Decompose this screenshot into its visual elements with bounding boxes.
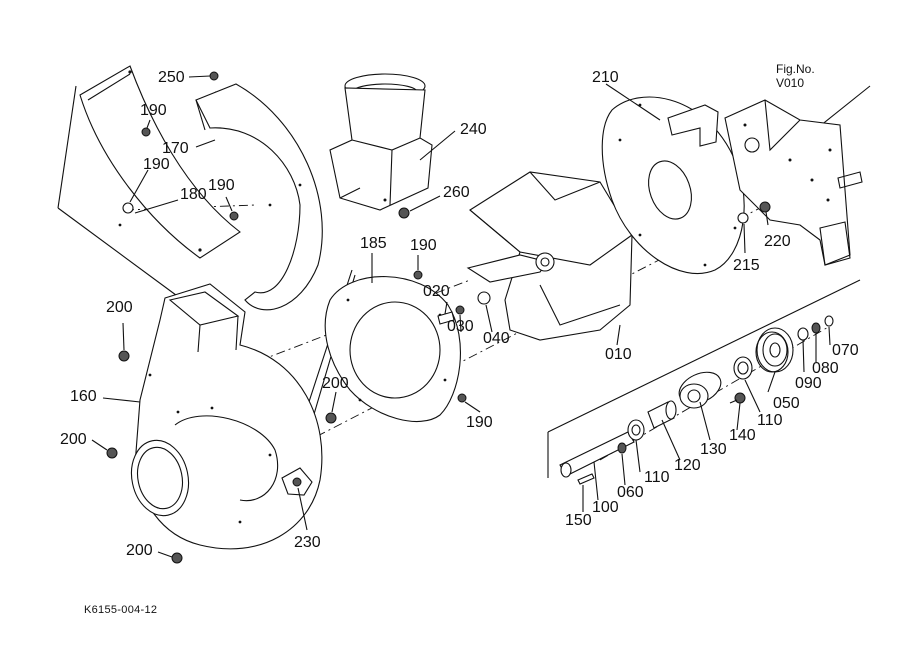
callout-190-d: 190 (410, 237, 437, 254)
callout-080: 080 (812, 360, 839, 377)
callout-150: 150 (565, 512, 592, 529)
chute-adapter-240 (329, 73, 433, 211)
pulley-050 (755, 327, 794, 373)
washer-090 (797, 327, 809, 341)
callout-260: 260 (443, 184, 470, 201)
gasket-185 (324, 276, 461, 423)
callout-030: 030 (447, 318, 474, 335)
callout-110-a: 110 (757, 412, 783, 429)
back-plate-210 (601, 96, 745, 275)
callout-010: 010 (605, 346, 632, 363)
callout-200-b: 200 (60, 431, 87, 448)
collar-060 (617, 442, 627, 454)
callout-060: 060 (617, 484, 644, 501)
bolt-140 (729, 392, 746, 404)
fig-no-value: V010 (776, 76, 805, 90)
callout-140: 140 (729, 427, 756, 444)
callout-130: 130 (700, 441, 727, 458)
callout-110-b: 110 (644, 469, 670, 486)
callout-090: 090 (795, 375, 822, 392)
callout-220: 220 (764, 233, 791, 250)
callout-120: 120 (674, 457, 701, 474)
callout-190-a: 190 (140, 102, 167, 119)
callout-020: 020 (423, 283, 450, 300)
spacer-120 (647, 400, 677, 429)
bearing-110-a (627, 419, 645, 441)
nut-080 (811, 322, 821, 334)
bearing-110-b (733, 356, 753, 380)
callout-190-e: 190 (466, 414, 493, 431)
drawing-code: K6155-004-12 (84, 604, 158, 616)
callout-215: 215 (733, 257, 760, 274)
callout-250: 250 (158, 69, 185, 86)
callout-240: 240 (460, 121, 487, 138)
callout-170: 170 (162, 140, 189, 157)
leader-lines (91, 75, 831, 558)
blower-housing-160 (130, 283, 323, 550)
callout-200-a: 200 (106, 299, 133, 316)
frame-v010 (724, 99, 863, 266)
impeller-010 (466, 171, 633, 341)
callout-230: 230 (294, 534, 321, 551)
bearing-housing-130 (678, 371, 722, 409)
callout-190-c: 190 (208, 177, 235, 194)
callout-200-d: 200 (126, 542, 153, 559)
callout-200-c: 200 (322, 375, 349, 392)
callout-190-b: 190 (143, 156, 170, 173)
callout-070: 070 (832, 342, 859, 359)
callout-185: 185 (360, 235, 387, 252)
fasteners (106, 71, 771, 564)
cover-plate-180 (79, 65, 241, 259)
inspection-plate-230 (281, 467, 313, 496)
callout-180: 180 (180, 186, 207, 203)
callout-050: 050 (773, 395, 800, 412)
fig-no-title: Fig.No. (776, 62, 815, 76)
blower-shell-170 (195, 83, 323, 311)
callout-100: 100 (592, 499, 619, 516)
washer-070 (824, 315, 834, 327)
callout-160: 160 (70, 388, 97, 405)
shaft-100 (559, 431, 635, 478)
callout-040: 040 (483, 330, 510, 347)
callout-210: 210 (592, 69, 619, 86)
key-150 (577, 473, 595, 485)
